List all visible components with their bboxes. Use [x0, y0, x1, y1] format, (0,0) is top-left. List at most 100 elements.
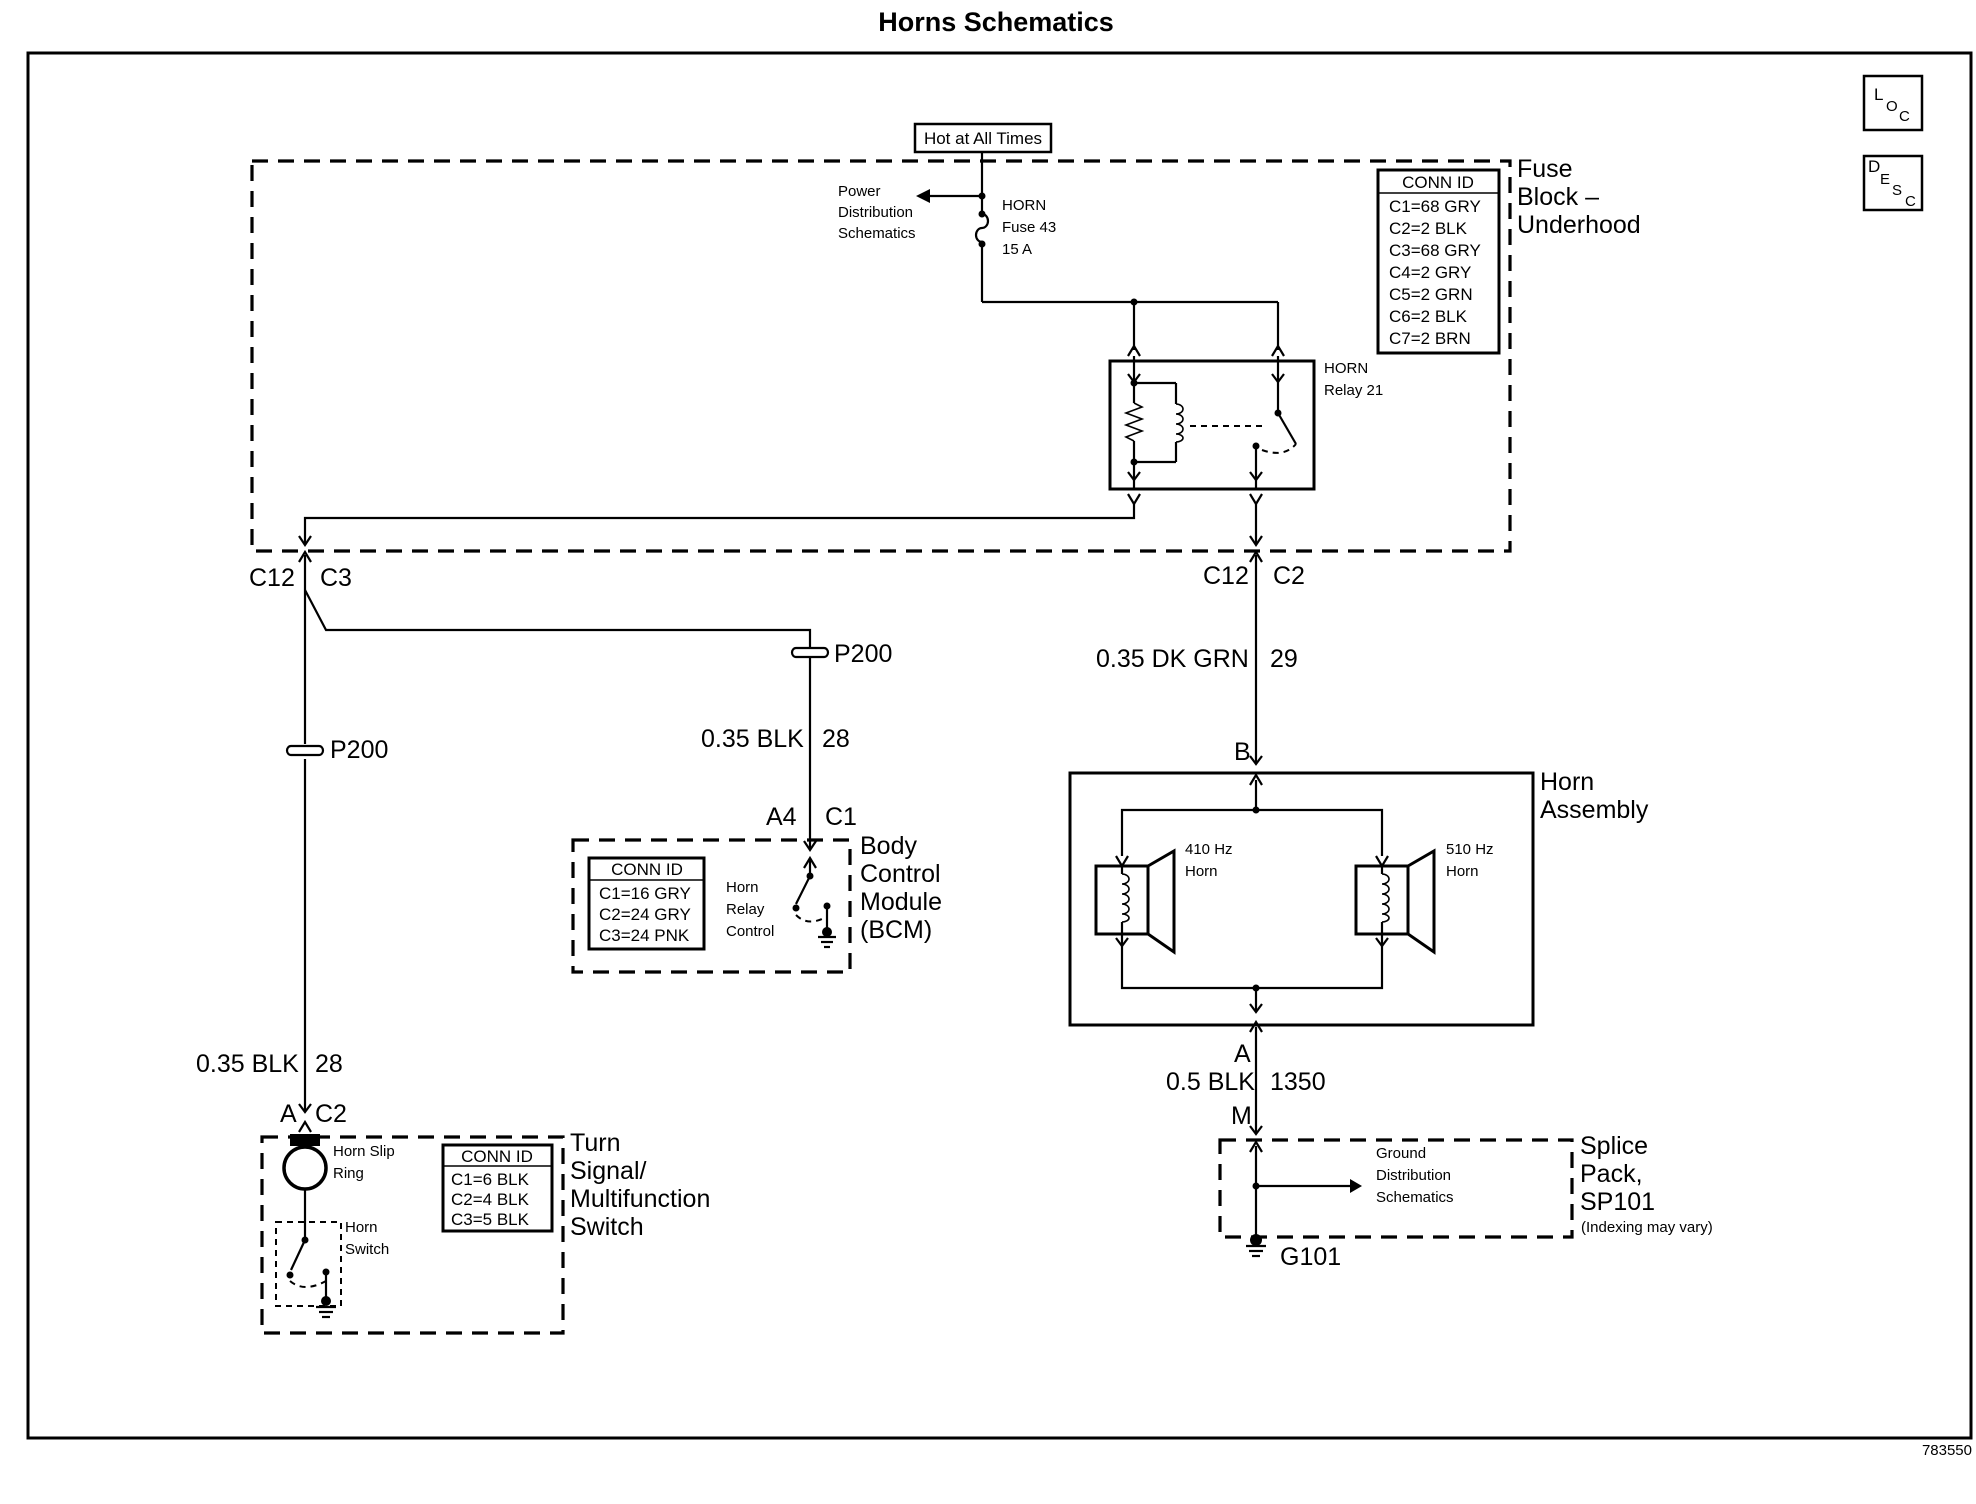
ground-g101-label: G101 [1280, 1243, 1341, 1271]
horn-fuse-43 [974, 152, 990, 302]
horn-relay-label: Relay 21 [1324, 382, 1383, 399]
p200-lower-label: P200 [330, 736, 388, 764]
bcm-control-label: Control [726, 923, 774, 940]
horn2-label: 510 Hz [1446, 841, 1494, 858]
p200-upper-label: P200 [834, 640, 892, 668]
splice-name: Pack, [1580, 1160, 1643, 1188]
fuse-conn-header: CONN ID [1402, 173, 1474, 192]
ground-dist-text: Schematics [1376, 1189, 1454, 1206]
bcm-conn-row: C1=16 GRY [599, 884, 691, 903]
bcm-conn-header: CONN ID [611, 860, 683, 879]
horn-switch-label: Switch [345, 1241, 389, 1258]
wire-28-bcm [304, 589, 812, 648]
splice-name: SP101 [1580, 1188, 1655, 1216]
horn-assembly-wiring [1120, 772, 1384, 1033]
switch-conn-row: C3=5 BLK [451, 1210, 530, 1229]
switch-pin-a: A [280, 1100, 297, 1128]
power-distribution-ref[interactable]: Power Distribution Schematics [838, 183, 982, 242]
splice-pack-wiring [1246, 1139, 1362, 1258]
fuse-conn-row: C3=68 GRY [1389, 241, 1481, 260]
connector-c3: C3 [320, 564, 352, 592]
fuse-conn-row: C2=2 BLK [1389, 219, 1468, 238]
figure-id: 783550 [1922, 1442, 1972, 1459]
horn-switch [286, 1218, 336, 1319]
bcm-conn-id-table: CONN ID C1=16 GRY C2=24 GRY C3=24 PNK [587, 856, 706, 951]
p200-upper-connector [790, 646, 830, 850]
connector-c2: C2 [1273, 562, 1305, 590]
fuse-block-name-1: Fuse [1517, 155, 1573, 183]
loc-letter-l: L [1874, 85, 1883, 104]
horn1-label: Horn [1185, 863, 1218, 880]
horn-assembly-name: Horn [1540, 768, 1594, 796]
bcm-outline [571, 838, 852, 974]
fuse-block-name-2: Block – [1517, 183, 1599, 211]
horn-relay-label: HORN [1324, 360, 1368, 377]
switch-name: Switch [570, 1213, 644, 1241]
horn-pin-a: A [1234, 1040, 1251, 1068]
desc-letter-c: C [1905, 193, 1916, 210]
horn-410hz [1094, 848, 1176, 955]
connector-c12-right: C12 [1203, 562, 1249, 590]
desc-letter-s: S [1892, 182, 1902, 199]
fuse-conn-row: C1=68 GRY [1389, 197, 1481, 216]
bcm-conn-row: C3=24 PNK [599, 926, 690, 945]
hot-at-all-times-label: Hot at All Times [913, 122, 1053, 154]
splice-name: Splice [1580, 1132, 1648, 1160]
ground-dist-text: Distribution [1376, 1167, 1451, 1184]
fuse-block-name-3: Underhood [1517, 211, 1641, 239]
page-title: Horns Schematics [878, 7, 1114, 37]
switch-name: Multifunction [570, 1185, 710, 1213]
hot-label-text: Hot at All Times [924, 129, 1042, 148]
wire-gauge-label: 0.35 DK GRN [1096, 645, 1249, 673]
wire-circuit-label: 28 [315, 1050, 343, 1078]
slip-ring-label: Ring [333, 1165, 364, 1182]
power-dist-text: Schematics [838, 225, 916, 242]
horn-fuse-label: 15 A [1002, 241, 1032, 258]
turn-signal-switch-outline [260, 1135, 565, 1335]
ground-distribution-arrow-icon[interactable] [1350, 1179, 1362, 1193]
splice-note: (Indexing may vary) [1581, 1219, 1713, 1236]
power-dist-text: Power [838, 183, 881, 200]
bcm-name: Control [860, 860, 941, 888]
splice-pack-outline [1218, 1138, 1574, 1239]
horn-relay-control-switch [792, 858, 836, 949]
diagram-frame [26, 51, 1973, 1440]
fuse-conn-row: C6=2 BLK [1389, 307, 1468, 326]
bcm-conn-row: C2=24 GRY [599, 905, 691, 924]
ground-distribution-ref[interactable]: Ground Distribution Schematics [1376, 1145, 1454, 1206]
wire-circuit-label: 1350 [1270, 1068, 1326, 1096]
desc-letter-d: D [1868, 157, 1880, 176]
switch-conn-id-table: CONN ID C1=6 BLK C2=4 BLK C3=5 BLK [441, 1143, 554, 1233]
switch-name: Turn [570, 1129, 620, 1157]
switch-conn-row: C2=4 BLK [451, 1190, 530, 1209]
connector-c12-left: C12 [249, 564, 295, 592]
power-dist-text: Distribution [838, 204, 913, 221]
desc-button[interactable]: D E S C [1862, 154, 1924, 212]
bcm-pin-a4: A4 [766, 803, 797, 831]
p200-lower-connector [285, 744, 325, 759]
fuse-conn-row: C5=2 GRN [1389, 285, 1473, 304]
fuse-conn-row: C4=2 GRY [1389, 263, 1471, 282]
switch-conn-row: C1=6 BLK [451, 1170, 530, 1189]
fuse-block-conn-id-table: CONN ID C1=68 GRY C2=2 BLK C3=68 GRY C4=… [1376, 168, 1501, 355]
horn1-label: 410 Hz [1185, 841, 1233, 858]
loc-letter-c: C [1899, 108, 1910, 125]
loc-letter-o: O [1886, 98, 1898, 115]
ground-dist-text: Ground [1376, 1145, 1426, 1162]
bcm-name: Body [860, 832, 917, 860]
bcm-name: (BCM) [860, 916, 932, 944]
horn-switch-outline [275, 1221, 342, 1307]
horn-fuse-label: HORN [1002, 197, 1046, 214]
wire-circuit-label: 29 [1270, 645, 1298, 673]
slip-ring-label: Horn Slip [333, 1143, 395, 1160]
horn2-label: Horn [1446, 863, 1479, 880]
horn-switch-label: Horn [345, 1219, 378, 1236]
horn-assembly-name: Assembly [1540, 796, 1649, 824]
horn-slip-ring [282, 1134, 328, 1218]
loc-button[interactable]: L O C [1862, 74, 1924, 132]
bcm-control-label: Horn [726, 879, 759, 896]
switch-conn-header: CONN ID [461, 1147, 533, 1166]
fuse-conn-row: C7=2 BRN [1389, 329, 1471, 348]
wire-gauge-label: 0.5 BLK [1166, 1068, 1255, 1096]
